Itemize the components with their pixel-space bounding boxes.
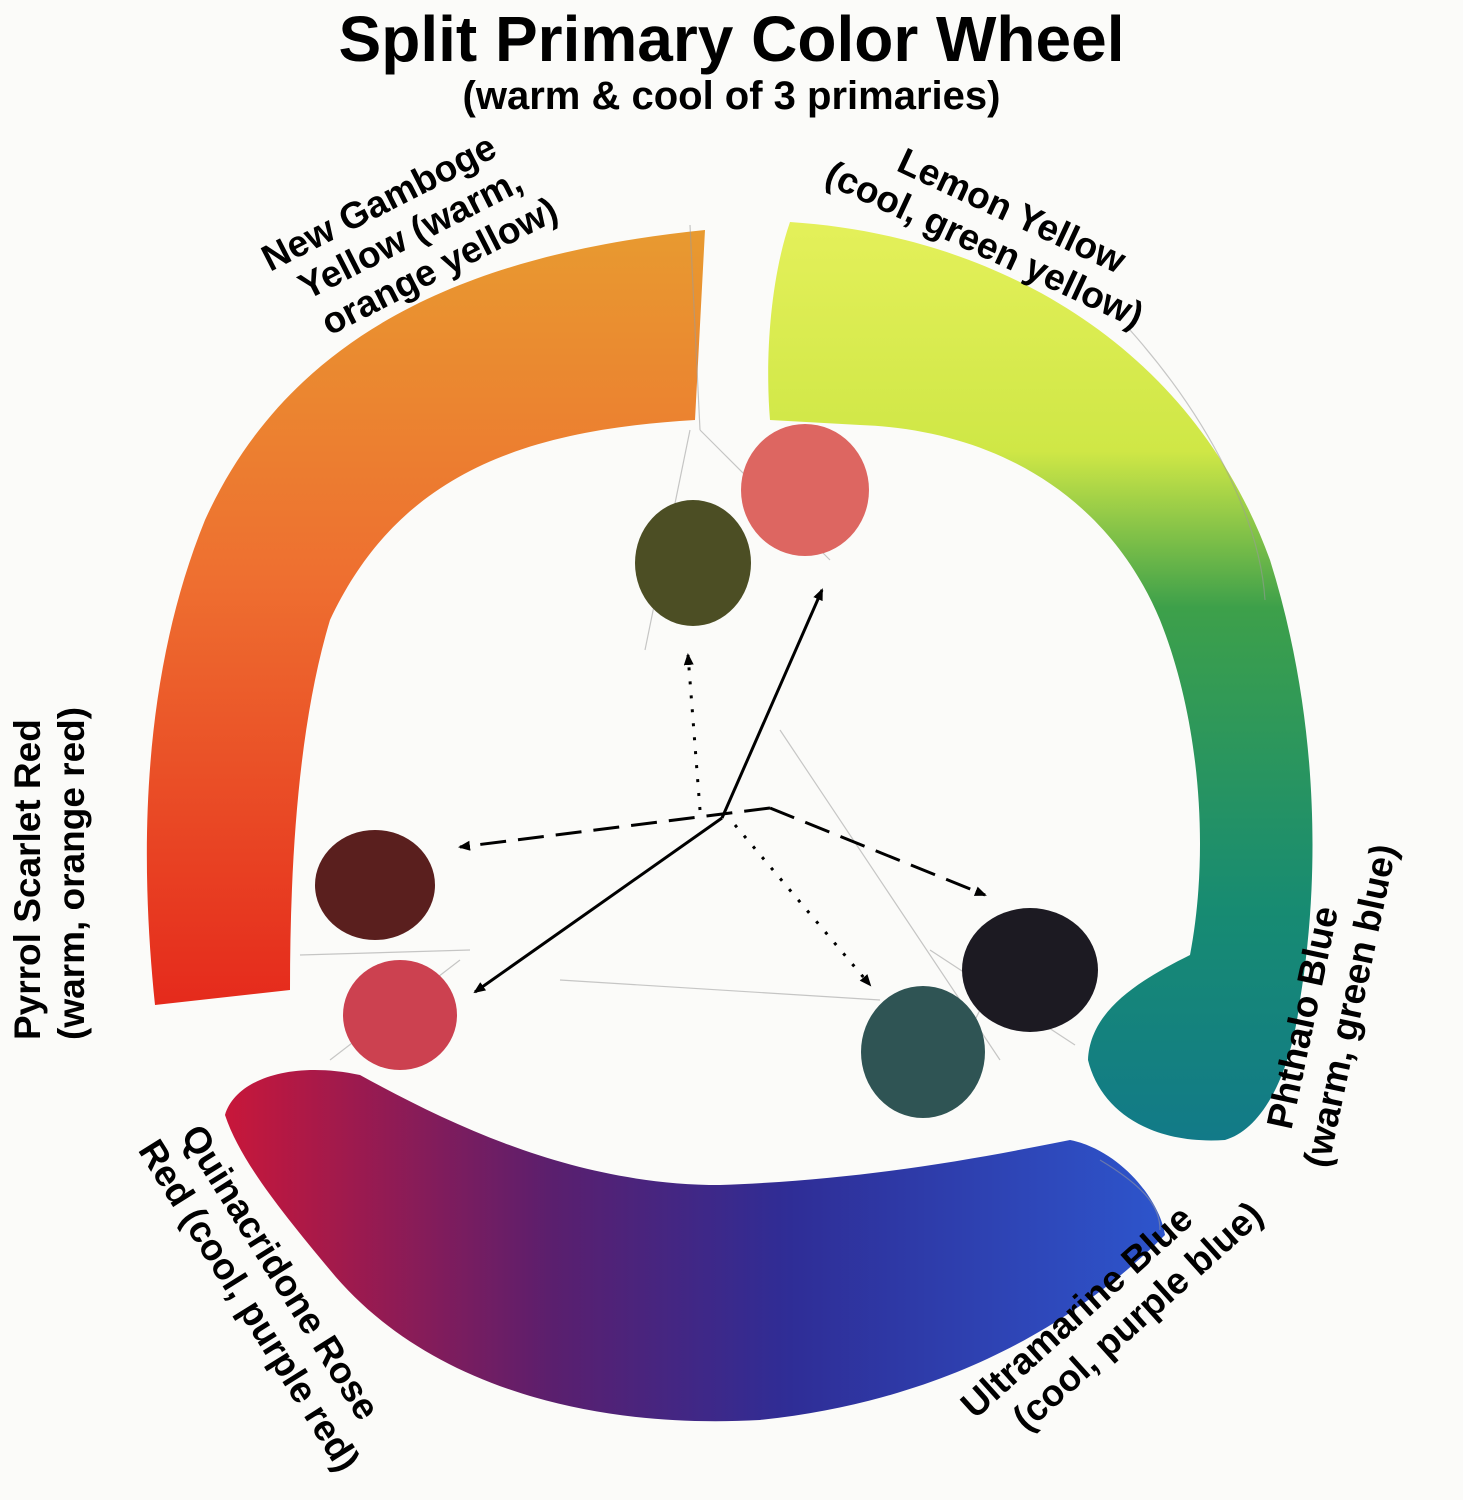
mixing-swatches	[315, 424, 1098, 1118]
swatch-rose	[343, 960, 457, 1070]
arrow-solid-left	[473, 816, 723, 994]
swatch-black	[962, 908, 1098, 1032]
arrow-solid-up	[720, 588, 824, 819]
swatch-salmon	[741, 424, 869, 556]
page-title: Split Primary Color Wheel	[338, 3, 1125, 75]
label-pyrrol-scarlet: Pyrrol Scarlet Red (warm, orange red)	[7, 707, 92, 1040]
segment-yellow-to-red	[146, 230, 706, 1005]
arrow-dotted-down	[733, 824, 872, 987]
arrow-dashed-left	[458, 806, 771, 851]
segment-rose-to-blue	[225, 1069, 1165, 1422]
swatch-maroon	[315, 830, 435, 940]
mixing-arrows	[458, 588, 987, 994]
arrow-dashed-right	[769, 806, 987, 897]
swatch-olive	[635, 500, 751, 626]
page-subtitle: (warm & cool of 3 primaries)	[462, 74, 1001, 118]
arrow-dotted-up	[683, 653, 702, 811]
segment-yellow-to-blue	[768, 222, 1313, 1141]
swatch-teal-grey	[861, 986, 985, 1118]
